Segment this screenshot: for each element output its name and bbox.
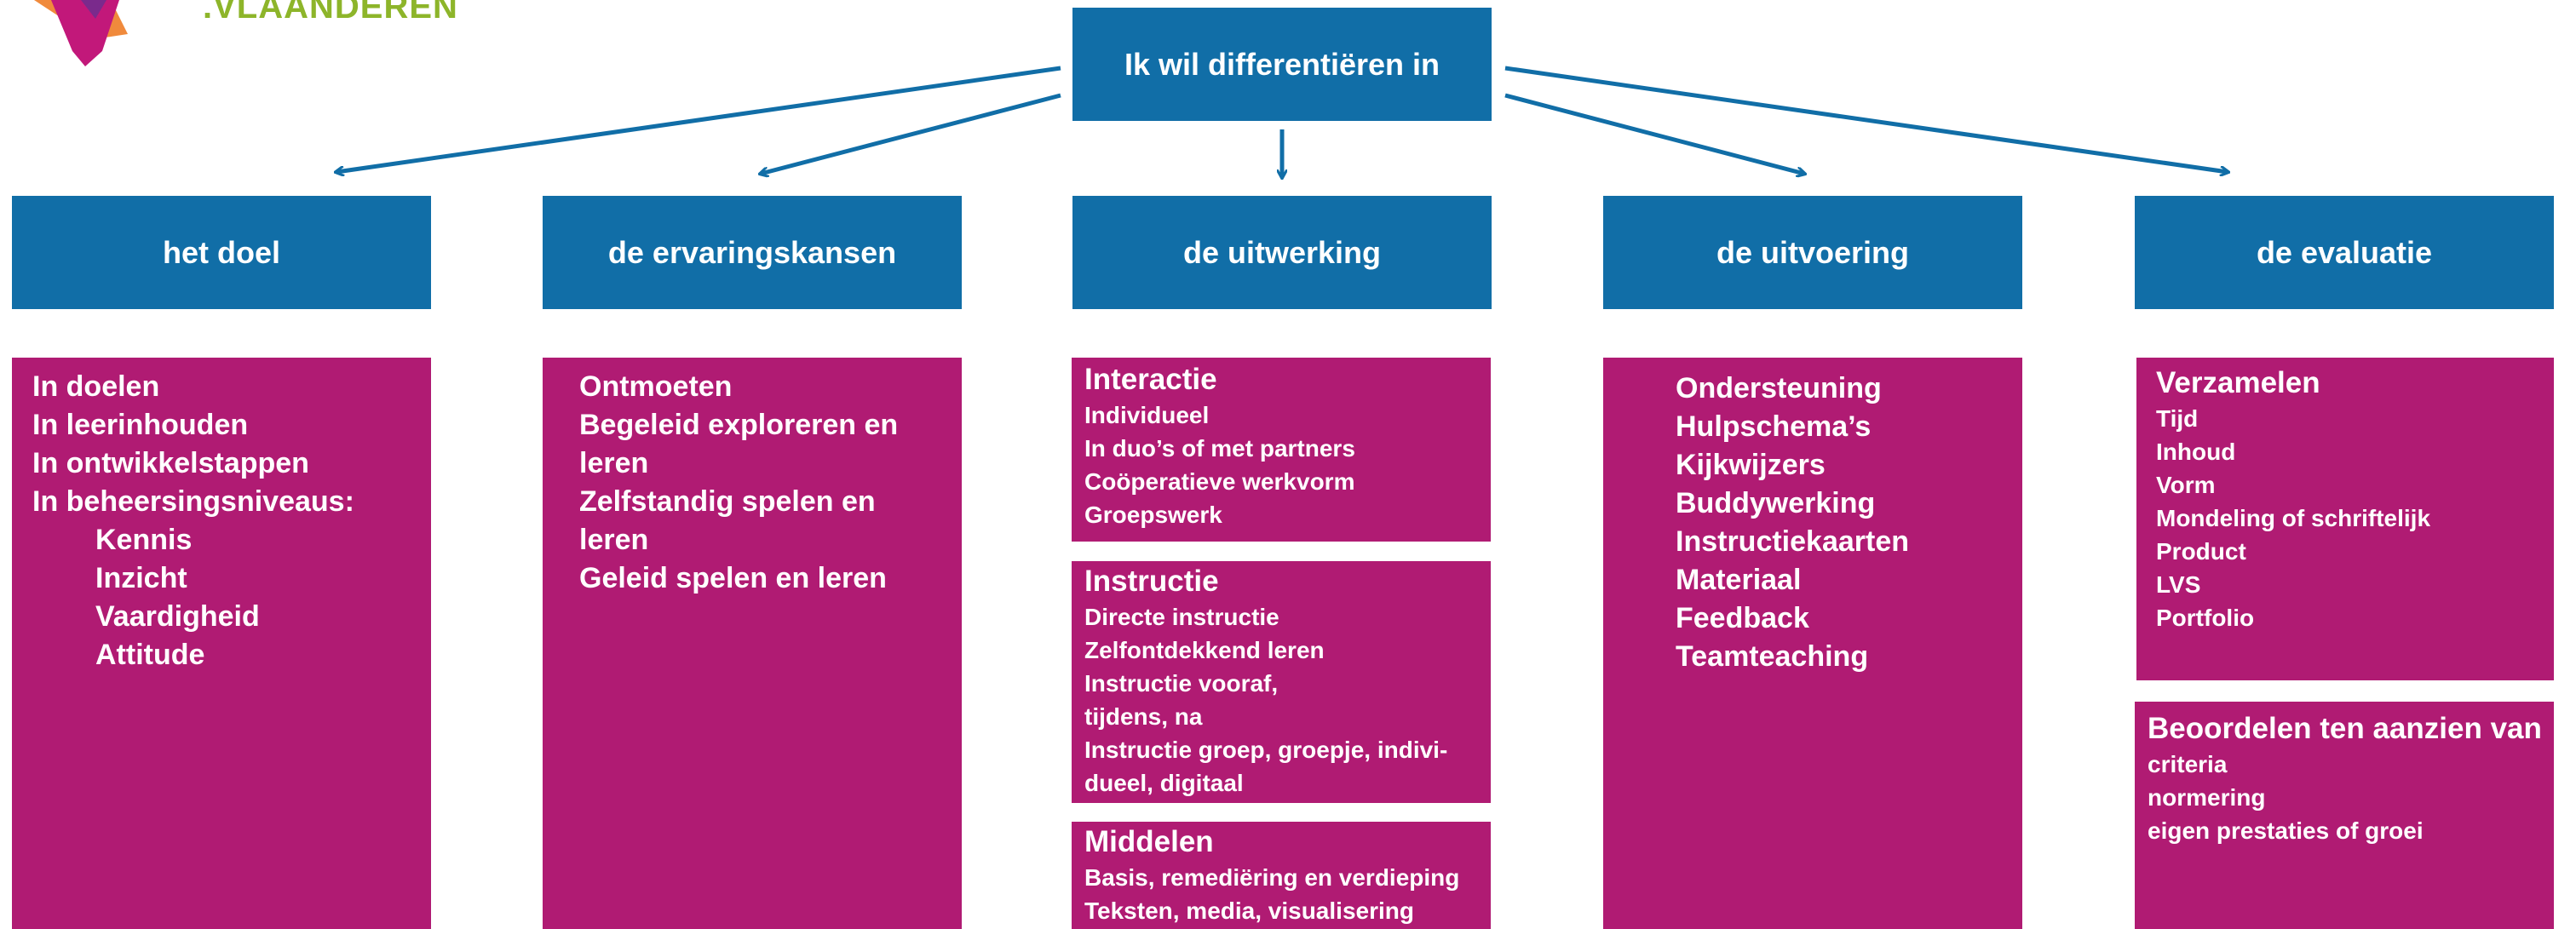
uitvoering-item: Ondersteuning	[1676, 372, 1882, 404]
doel-subitem: Vaardigheid	[95, 600, 260, 633]
ervaring-item: leren	[579, 447, 649, 479]
uitvoering-item: Feedback	[1676, 602, 1809, 634]
beoordelen-title: Beoordelen ten aanzien van	[2148, 712, 2542, 745]
uitvoering-item: Materiaal	[1676, 564, 1802, 596]
instructie-title: Instructie	[1084, 565, 1219, 598]
category-ervaringskansen: de ervaringskansen	[543, 196, 962, 309]
arrow-to-doel	[336, 66, 1061, 172]
interactie-title: Interactie	[1084, 363, 1217, 396]
doel-subitem: Attitude	[95, 639, 205, 671]
uitvoering-item: Buddywerking	[1676, 487, 1876, 519]
interactie-item: Groepswerk	[1084, 502, 1222, 528]
arrow-to-evaluatie	[1504, 66, 2228, 172]
ervaring-item: Ontmoeten	[579, 370, 733, 403]
doel-item: In ontwikkelstappen	[32, 447, 309, 479]
interactie-item: Individueel	[1084, 402, 1210, 428]
category-label: de ervaringskansen	[607, 234, 897, 270]
uitvoering-box: Ondersteuning Hulpschema’s Kijkwijzers B…	[1603, 358, 2022, 929]
category-label: de uitwerking	[1182, 234, 1382, 270]
verzamelen-item: Vorm	[2156, 472, 2216, 498]
root-box: Ik wil differentiëren in	[1072, 8, 1492, 121]
category-uitvoering: de uitvoering	[1603, 196, 2022, 309]
middelen-box: Middelen Basis, remediëring en verdiepin…	[1072, 822, 1491, 929]
middelen-item: Teksten, media, visualisering	[1084, 897, 1414, 924]
beoordelen-item: normering	[2148, 784, 2266, 811]
ervaring-item: Begeleid exploreren en	[579, 409, 899, 441]
verzamelen-item: Product	[2156, 538, 2246, 565]
instructie-item: Zelfontdekkend leren	[1084, 637, 1325, 663]
uitvoering-item: Kijkwijzers	[1676, 449, 1826, 481]
middelen-title: Middelen	[1084, 825, 1214, 858]
category-label: het doel	[162, 234, 280, 270]
verzamelen-box: Verzamelen Tijd Inhoud Vorm Mondeling of…	[2136, 358, 2554, 680]
ervaringskansen-box: Ontmoeten Begeleid exploreren en leren Z…	[543, 358, 962, 929]
verzamelen-title: Verzamelen	[2156, 366, 2320, 399]
verzamelen-item: Mondeling of schriftelijk	[2156, 505, 2431, 531]
interactie-item: Coöperatieve werkvorm	[1084, 468, 1355, 495]
doel-subitem: Kennis	[95, 524, 193, 556]
uitvoering-item: Instructiekaarten	[1676, 525, 1909, 558]
category-doel: het doel	[12, 196, 431, 309]
middelen-item: Basis, remediëring en verdieping	[1084, 864, 1460, 891]
instructie-item: tijdens, na	[1084, 703, 1203, 730]
logo-mark	[34, 0, 128, 66]
ervaring-item: Zelfstandig spelen en	[579, 485, 876, 518]
category-label: de uitvoering	[1716, 234, 1910, 270]
ervaring-item: Geleid spelen en leren	[579, 562, 887, 594]
interactie-item: In duo’s of met partners	[1084, 435, 1355, 462]
logo-text: .VLAANDEREN	[203, 0, 458, 26]
verzamelen-item: Portfolio	[2156, 605, 2255, 631]
beoordelen-item: criteria	[2148, 751, 2228, 777]
verzamelen-item: Inhoud	[2156, 439, 2236, 465]
instructie-item: Instructie groep, groepje, indivi-	[1084, 737, 1448, 763]
verzamelen-item: LVS	[2156, 571, 2201, 598]
ervaring-item: leren	[579, 524, 649, 556]
root-label: Ik wil differentiëren in	[1124, 46, 1440, 82]
instructie-box: Instructie Directe instructie Zelfontdek…	[1072, 561, 1491, 803]
doel-item: In leerinhouden	[32, 409, 249, 441]
doel-subitem: Inzicht	[95, 562, 187, 594]
doel-item: In doelen	[32, 370, 160, 403]
uitvoering-item: Hulpschema’s	[1676, 410, 1872, 443]
arrow-to-uitvoering	[1504, 93, 1804, 174]
verzamelen-item: Tijd	[2156, 405, 2199, 432]
doel-box: In doelen In leerinhouden In ontwikkelst…	[12, 358, 431, 929]
uitvoering-item: Teamteaching	[1676, 640, 1869, 673]
category-evaluatie: de evaluatie	[2135, 196, 2554, 309]
instructie-item: dueel, digitaal	[1084, 770, 1244, 796]
doel-item: In beheersingsniveaus:	[32, 485, 354, 518]
arrow-to-ervaring	[761, 93, 1061, 174]
category-uitwerking: de uitwerking	[1072, 196, 1492, 309]
instructie-item: Instructie vooraf,	[1084, 670, 1279, 697]
beoordelen-box: Beoordelen ten aanzien van criteria norm…	[2135, 702, 2554, 929]
category-label: de evaluatie	[2256, 234, 2433, 270]
beoordelen-item: eigen prestaties of groei	[2148, 817, 2424, 844]
instructie-item: Directe instructie	[1084, 604, 1279, 630]
interactie-box: Interactie Individueel In duo’s of met p…	[1072, 358, 1491, 542]
